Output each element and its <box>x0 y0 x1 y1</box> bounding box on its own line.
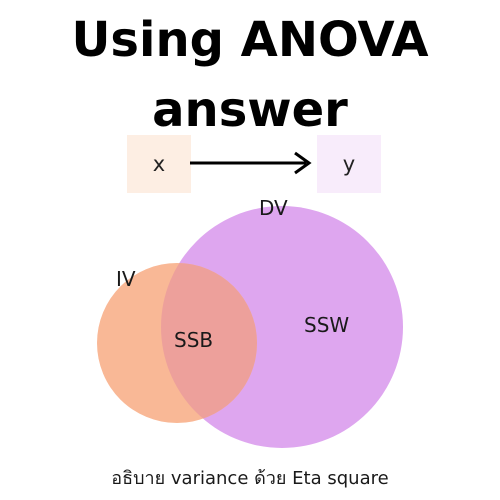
y-label: y <box>342 152 356 176</box>
ssb-label: SSB <box>174 328 214 352</box>
x-box: x <box>127 135 191 193</box>
title-line-1: Using ANOVA <box>71 12 429 68</box>
right-arrow-icon <box>190 151 312 175</box>
x-label: x <box>152 152 166 176</box>
dv-label: DV <box>259 196 288 220</box>
ssw-label: SSW <box>304 313 350 337</box>
caption: อธิบาย variance ด้วย Eta square <box>111 468 389 489</box>
y-box: y <box>317 135 381 193</box>
title-line-2: answer <box>152 82 348 138</box>
iv-label: IV <box>116 267 136 291</box>
